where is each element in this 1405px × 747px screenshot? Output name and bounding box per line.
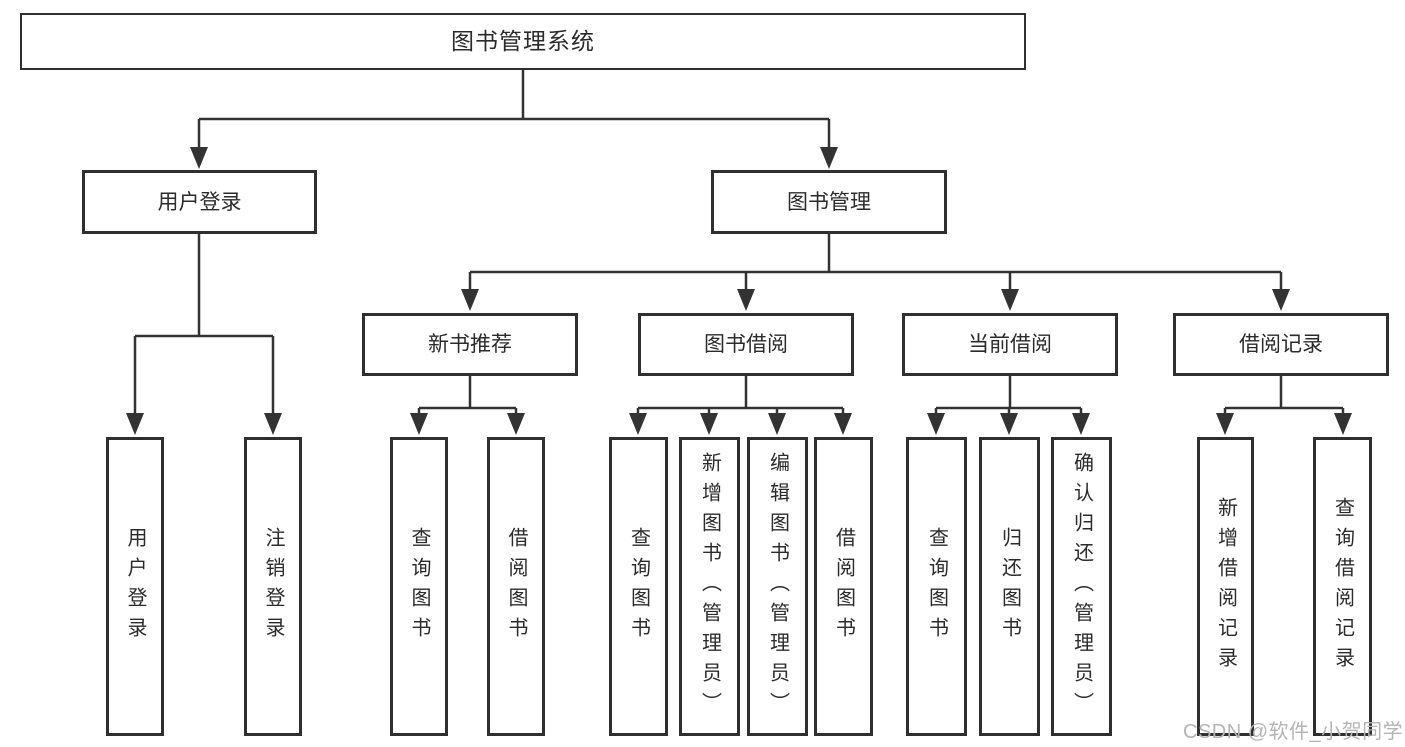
leaf-confirm-return-admin: 确认归还（管理员） (1051, 437, 1112, 736)
arrowhead (927, 413, 945, 435)
leaf-borrow-books: 借阅图书 (814, 437, 873, 736)
arrowhead (700, 413, 718, 435)
node-book-borrowing: 图书借阅 (638, 313, 854, 376)
node-label: 新增借阅记录 (1214, 496, 1237, 677)
arrowhead (768, 413, 786, 435)
node-label: 图书借阅 (704, 333, 788, 356)
arrowhead (1334, 413, 1352, 435)
node-label: 注销登录 (262, 526, 284, 647)
leaf-add-books-admin: 新增图书（管理员） (679, 437, 740, 736)
csdn-watermark: CSDN @软件_小贺同学 (1183, 721, 1404, 743)
connector-root-to-level2 (190, 69, 838, 169)
node-user-login: 用户登录 (82, 170, 317, 234)
node-label: 查询借阅记录 (1331, 496, 1354, 677)
node-label: 借阅记录 (1239, 333, 1323, 356)
node-label: 用户登录 (157, 190, 242, 214)
leaf-add-borrow-record: 新增借阅记录 (1197, 437, 1254, 736)
leaf-borrow-books: 借阅图书 (487, 437, 545, 736)
leaf-logout: 注销登录 (244, 437, 302, 736)
leaf-user-login: 用户登录 (106, 437, 164, 736)
arrowhead (820, 147, 838, 169)
connector-current-to-leaves (927, 376, 1090, 435)
arrowhead (126, 413, 144, 435)
arrowhead (264, 413, 282, 435)
connector-borrow-to-leaves (629, 376, 852, 435)
leaf-query-books: 查询图书 (906, 437, 967, 736)
arrowhead (737, 289, 755, 311)
node-label: 借阅图书 (505, 526, 527, 647)
node-current-borrowing: 当前借阅 (902, 313, 1118, 376)
arrowhead (1001, 289, 1019, 311)
connector-recommend-to-leaves (410, 376, 525, 435)
node-label: 当前借阅 (968, 333, 1052, 356)
arrowhead (507, 413, 525, 435)
node-label: 查询图书 (627, 526, 650, 647)
node-label: 归还图书 (998, 526, 1021, 647)
arrowhead (834, 413, 852, 435)
connector-login-to-leaves (126, 233, 282, 435)
leaf-query-borrow-record: 查询借阅记录 (1313, 437, 1372, 736)
arrowhead (410, 413, 428, 435)
connector-records-to-leaves (1216, 376, 1352, 435)
node-label: 编辑图书（管理员） (766, 451, 789, 722)
node-book-management: 图书管理 (711, 170, 947, 234)
node-label: 确认归还（管理员） (1070, 451, 1093, 722)
arrowhead (1000, 413, 1018, 435)
connector-mgmt-to-sections (461, 233, 1290, 311)
arrowhead (1216, 413, 1234, 435)
leaf-query-books: 查询图书 (390, 437, 448, 736)
arrowhead (461, 289, 479, 311)
node-label: 查询图书 (925, 526, 948, 647)
node-library-management-system: 图书管理系统 (20, 13, 1026, 70)
leaf-return-books: 归还图书 (979, 437, 1040, 736)
node-label: 新增图书（管理员） (698, 451, 721, 722)
arrowhead (1072, 413, 1090, 435)
leaf-query-books: 查询图书 (609, 437, 668, 736)
node-label: 用户登录 (124, 526, 146, 647)
node-borrowing-records: 借阅记录 (1173, 313, 1389, 376)
arrowhead (1272, 289, 1290, 311)
arrowhead (190, 147, 208, 169)
node-label: 图书管理系统 (451, 28, 595, 54)
arrowhead (629, 413, 647, 435)
leaf-edit-books-admin: 编辑图书（管理员） (747, 437, 808, 736)
node-label: 借阅图书 (832, 526, 855, 647)
node-new-book-recommendation: 新书推荐 (362, 313, 578, 376)
node-label: 图书管理 (787, 190, 871, 214)
node-label: 新书推荐 (428, 333, 512, 356)
node-label: 查询图书 (408, 526, 430, 647)
